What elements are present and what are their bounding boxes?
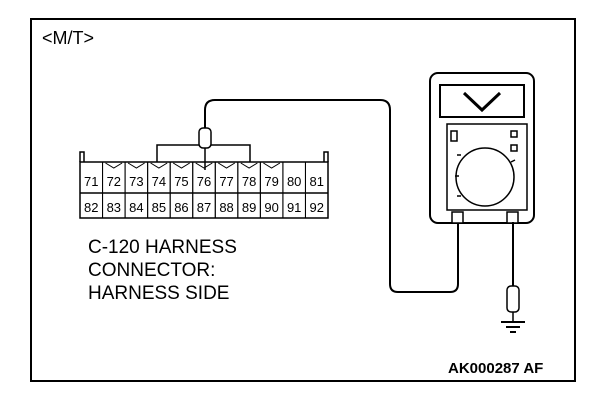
pin-number: 77	[219, 174, 233, 189]
connector-caption: C-120 HARNESS CONNECTOR: HARNESS SIDE	[88, 236, 237, 305]
pin-number: 80	[287, 174, 301, 189]
diagram-frame	[30, 18, 576, 382]
pin-number: 72	[107, 174, 121, 189]
pin-number: 71	[84, 174, 98, 189]
pin-number: 75	[174, 174, 188, 189]
pin-latch-mark	[105, 162, 123, 169]
pin-number: 82	[84, 200, 98, 215]
pin-latch-mark	[218, 162, 236, 169]
pin-cell	[304, 192, 329, 219]
pin-number: 89	[242, 200, 256, 215]
variant-label: <M/T>	[42, 28, 95, 48]
pin-number: 84	[129, 200, 143, 215]
test-wire	[204, 99, 459, 293]
pin-number: 81	[309, 174, 323, 189]
caption-line: C-120 HARNESS	[88, 237, 237, 258]
pin-number: 76	[197, 174, 211, 189]
pin-number: 79	[264, 174, 278, 189]
pin-number: 85	[152, 200, 166, 215]
test-probe-icon	[198, 127, 212, 170]
voltmeter-icon	[429, 72, 535, 224]
ground-lead	[506, 222, 520, 322]
pin-latch-mark	[150, 162, 168, 169]
caption-line: HARNESS SIDE	[88, 283, 230, 304]
pin-latch-mark	[263, 162, 281, 169]
caption-line: CONNECTOR:	[88, 260, 216, 281]
pin-number: 91	[287, 200, 301, 215]
pin-number: 83	[107, 200, 121, 215]
pin-number: 74	[152, 174, 166, 189]
pin-number: 73	[129, 174, 143, 189]
ground-symbol-icon	[501, 321, 525, 333]
reference-code: AK000287 AF	[448, 360, 544, 377]
pin-number: 86	[174, 200, 188, 215]
pin-number: 78	[242, 174, 256, 189]
pin-latch-mark	[172, 162, 190, 169]
pin-number: 90	[264, 200, 278, 215]
connector-pin-cells: 71 72 73 74 75 76 77 78 79 80 81 82 83 84 85 86 87 88 89 90…	[79, 161, 329, 219]
pin-latch-mark	[127, 162, 145, 169]
pin-number: 92	[309, 200, 323, 215]
pin-number: 87	[197, 200, 211, 215]
pin-number: 88	[219, 200, 233, 215]
pin-latch-mark	[195, 162, 213, 169]
pin-latch-mark	[240, 162, 258, 169]
